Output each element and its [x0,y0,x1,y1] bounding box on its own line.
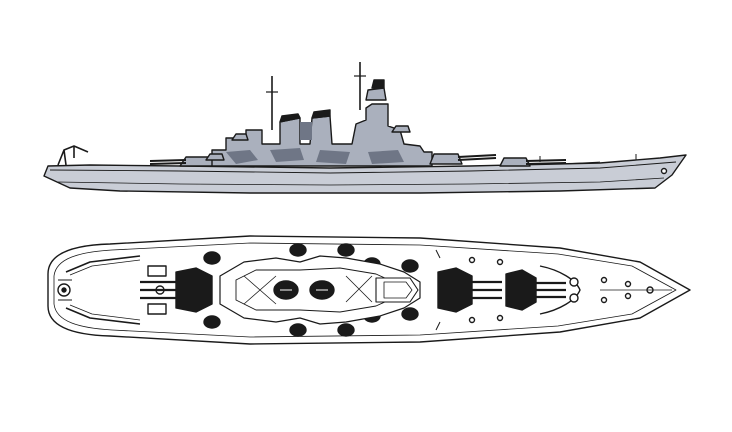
plan-turret-3 [140,267,213,313]
plan-deck-edge [53,242,677,338]
profile-superstructure [211,103,433,167]
profile-fore-top-director [365,87,387,101]
plan-turret-2 [437,267,502,313]
profile-camouflage-2 [270,148,304,162]
profile-aft-funnel [279,113,301,123]
plan-turret-1 [505,269,566,311]
profile-secondary-mount-1 [231,133,249,141]
profile-anchor-mark [660,167,668,175]
profile-deck-line [49,161,677,174]
profile-turret-1 [499,157,567,167]
profile-belt-line [57,177,665,186]
plan-catapult-port [65,255,141,273]
profile-camouflage-4 [368,150,404,164]
plan-catapult-starboard [65,307,141,325]
side-profile-view [43,62,687,194]
profile-camouflage-5 [300,122,312,140]
plan-breakwater [539,265,581,315]
profile-turret-2 [429,153,497,165]
profile-camouflage-3 [316,150,350,164]
profile-aft-crane [57,145,89,166]
profile-secondary-mount-3 [205,153,225,161]
profile-camouflage-1 [226,150,258,164]
plan-forward-fittings [468,256,654,324]
top-plan-view [47,235,691,345]
profile-secondary-mount-2 [391,125,411,133]
profile-fore-funnel [311,109,331,119]
